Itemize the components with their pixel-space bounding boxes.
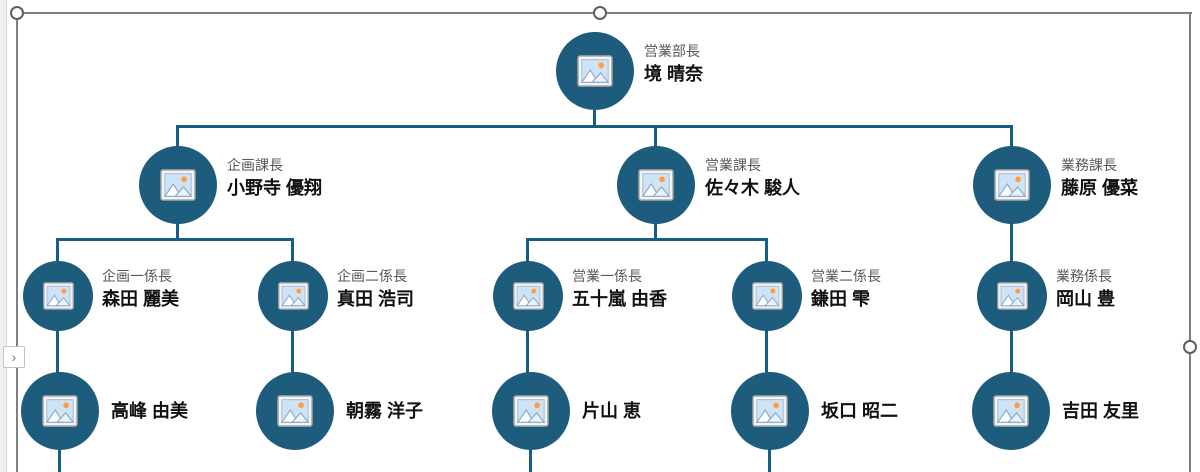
org-node-circle[interactable] — [256, 372, 334, 450]
photo-placeholder-icon[interactable] — [42, 395, 78, 427]
connector-line — [56, 238, 59, 262]
org-node-label[interactable]: 吉田 友里 — [1062, 399, 1139, 423]
connector-line — [765, 330, 768, 373]
selection-handle-top-left[interactable] — [10, 6, 24, 20]
connector-line — [526, 238, 768, 241]
photo-placeholder-icon[interactable] — [752, 395, 788, 427]
photo-placeholder-icon[interactable] — [577, 55, 613, 87]
org-node-name[interactable]: 坂口 昭二 — [821, 401, 899, 421]
canvas-edge-strip — [0, 0, 7, 472]
org-node-name[interactable]: 岡山 豊 — [1056, 289, 1116, 309]
connector-line — [176, 222, 179, 240]
org-node-label[interactable]: 高峰 由美 — [111, 399, 188, 423]
connector-line — [291, 330, 294, 373]
org-node-circle[interactable] — [493, 261, 563, 331]
org-node-label[interactable]: 営業部長 境 晴奈 — [644, 40, 703, 86]
org-node-circle[interactable] — [731, 372, 809, 450]
connector-line — [56, 330, 59, 373]
org-node-name[interactable]: 森田 麗美 — [102, 289, 180, 309]
text-pane-toggle-button[interactable]: › — [3, 346, 25, 368]
connector-line — [176, 125, 1013, 128]
org-node-circle[interactable] — [732, 261, 802, 331]
selection-handle-top-center[interactable] — [593, 6, 607, 20]
org-node-title[interactable]: 企画一係長 — [102, 268, 172, 284]
org-node-title[interactable]: 業務係長 — [1056, 268, 1112, 284]
connector-line — [654, 222, 657, 240]
connector-line — [654, 125, 657, 147]
org-node-name[interactable]: 藤原 優菜 — [1061, 178, 1139, 198]
org-node-circle[interactable] — [139, 146, 217, 224]
photo-placeholder-icon[interactable] — [752, 282, 783, 310]
org-node-label[interactable]: 企画一係長 森田 麗美 — [102, 265, 179, 311]
org-node-title[interactable]: 企画二係長 — [337, 268, 407, 284]
org-node-name[interactable]: 片山 恵 — [582, 401, 642, 421]
org-node-circle[interactable] — [977, 261, 1047, 331]
org-node-name[interactable]: 朝霧 洋子 — [346, 401, 424, 421]
connector-line — [526, 238, 529, 262]
org-node-label[interactable]: 営業課長 佐々木 駿人 — [705, 154, 800, 200]
org-node-name[interactable]: 境 晴奈 — [644, 64, 704, 84]
photo-placeholder-icon[interactable] — [638, 169, 674, 201]
org-node-label[interactable]: 営業一係長 五十嵐 由香 — [572, 265, 667, 311]
org-node-circle[interactable] — [972, 372, 1050, 450]
org-node-circle[interactable] — [21, 372, 99, 450]
selection-border-right — [1189, 12, 1191, 472]
org-node-label[interactable]: 坂口 昭二 — [821, 399, 898, 423]
org-node-name[interactable]: 鎌田 雫 — [811, 289, 871, 309]
org-node-circle[interactable] — [556, 32, 634, 110]
connector-line — [1010, 222, 1013, 263]
org-node-label[interactable]: 企画課長 小野寺 優翔 — [227, 154, 322, 200]
connector-line — [56, 238, 294, 241]
org-node-circle[interactable] — [617, 146, 695, 224]
org-node-circle[interactable] — [492, 372, 570, 450]
org-node-label[interactable]: 片山 恵 — [582, 399, 641, 423]
org-node-title[interactable]: 業務課長 — [1061, 157, 1117, 173]
photo-placeholder-icon[interactable] — [277, 395, 313, 427]
photo-placeholder-icon[interactable] — [278, 282, 309, 310]
photo-placeholder-icon[interactable] — [160, 169, 196, 201]
chevron-right-icon: › — [11, 349, 17, 365]
connector-line — [526, 330, 529, 373]
photo-placeholder-icon[interactable] — [43, 282, 74, 310]
org-node-label[interactable]: 業務係長 岡山 豊 — [1056, 265, 1115, 311]
org-node-circle[interactable] — [258, 261, 328, 331]
connector-line — [765, 238, 768, 262]
connector-line — [291, 238, 294, 262]
connector-line — [1010, 125, 1013, 147]
photo-placeholder-icon[interactable] — [994, 169, 1030, 201]
connector-line — [176, 125, 179, 147]
selection-border-left — [16, 12, 18, 472]
org-node-name[interactable]: 五十嵐 由香 — [572, 289, 668, 309]
org-node-title[interactable]: 営業部長 — [644, 43, 700, 59]
connector-line — [593, 110, 596, 128]
connector-line — [1010, 330, 1013, 373]
photo-placeholder-icon[interactable] — [513, 282, 544, 310]
org-node-name[interactable]: 吉田 友里 — [1062, 401, 1140, 421]
org-node-name[interactable]: 真田 浩司 — [337, 289, 415, 309]
org-node-title[interactable]: 営業二係長 — [811, 268, 881, 284]
photo-placeholder-icon[interactable] — [513, 395, 549, 427]
selection-handle-middle-right[interactable] — [1183, 340, 1197, 354]
connector-line-offscreen-child — [58, 449, 61, 472]
connector-line-offscreen-child — [768, 449, 771, 472]
org-node-circle[interactable] — [973, 146, 1051, 224]
org-node-title[interactable]: 企画課長 — [227, 157, 283, 173]
org-node-label[interactable]: 企画二係長 真田 浩司 — [337, 265, 414, 311]
org-node-name[interactable]: 小野寺 優翔 — [227, 178, 323, 198]
org-node-label[interactable]: 営業二係長 鎌田 雫 — [811, 265, 881, 311]
org-node-title[interactable]: 営業課長 — [705, 157, 761, 173]
photo-placeholder-icon[interactable] — [993, 395, 1029, 427]
connector-line-offscreen-child — [529, 449, 532, 472]
org-node-circle[interactable] — [23, 261, 93, 331]
org-node-label[interactable]: 業務課長 藤原 優菜 — [1061, 154, 1138, 200]
org-node-title[interactable]: 営業一係長 — [572, 268, 642, 284]
org-node-name[interactable]: 高峰 由美 — [111, 401, 189, 421]
photo-placeholder-icon[interactable] — [997, 282, 1028, 310]
org-node-name[interactable]: 佐々木 駿人 — [705, 178, 801, 198]
org-node-label[interactable]: 朝霧 洋子 — [346, 399, 423, 423]
